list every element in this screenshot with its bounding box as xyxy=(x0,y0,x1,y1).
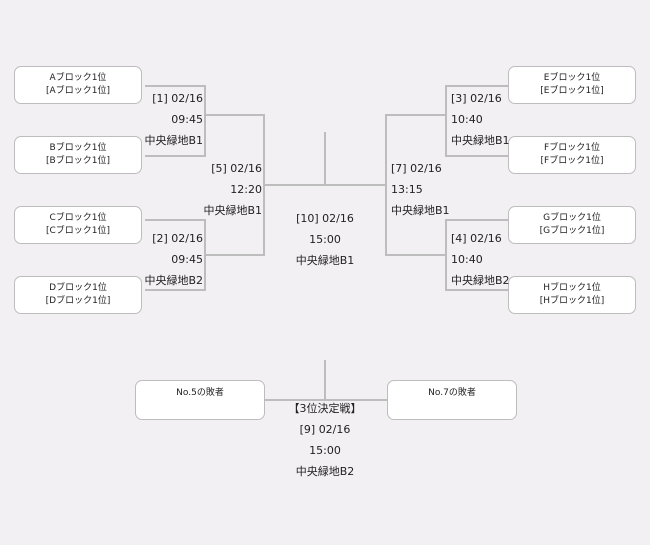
team-g-label: [Gブロック1位] xyxy=(539,226,605,236)
team-f-name: Fブロック1位 xyxy=(544,143,600,153)
match-1-num-date: [1] 02/16 xyxy=(152,92,203,105)
team-b-label: [Bブロック1位] xyxy=(46,156,110,166)
match-7-venue: 中央緑地B1 xyxy=(391,204,450,217)
team-c-name: Cブロック1位 xyxy=(49,213,107,223)
match-10-time: 15:00 xyxy=(309,233,341,246)
match-2-num-date: [2] 02/16 xyxy=(152,232,203,245)
team-h-label: [Hブロック1位] xyxy=(539,296,605,306)
line-3rd-horizontal xyxy=(265,399,387,401)
line-3rd-stem xyxy=(324,360,326,401)
team-d-name: Dブロック1位 xyxy=(49,283,107,293)
match-2-time: 09:45 xyxy=(171,253,203,266)
team-a-label: [Aブロック1位] xyxy=(46,86,110,96)
match-5-num-date: [5] 02/16 xyxy=(211,162,262,175)
team-a[interactable]: Aブロック1位 [Aブロック1位] xyxy=(14,66,142,104)
line-m5-out xyxy=(263,184,325,186)
line-a-out xyxy=(145,85,205,87)
team-g-name: Gブロック1位 xyxy=(543,213,601,223)
match-2-info: [2] 02/16 09:45 中央緑地B2 xyxy=(144,228,203,291)
line-c-out xyxy=(145,219,205,221)
match-9-num-date: [9] 02/16 xyxy=(299,423,351,436)
match-9-title: 【3位決定戦】 xyxy=(288,402,362,415)
team-loser-5[interactable]: No.5の敗者 xyxy=(135,380,265,420)
match-1-info: [1] 02/16 09:45 中央緑地B1 xyxy=(144,88,203,151)
team-h[interactable]: Hブロック1位 [Hブロック1位] xyxy=(508,276,636,314)
match-1-time: 09:45 xyxy=(171,113,203,126)
match-10-venue: 中央緑地B1 xyxy=(295,254,355,267)
line-f-out xyxy=(445,155,508,157)
team-loser-7[interactable]: No.7の敗者 xyxy=(387,380,517,420)
line-final-stem xyxy=(324,132,326,186)
team-g[interactable]: Gブロック1位 [Gブロック1位] xyxy=(508,206,636,244)
line-m7-out xyxy=(325,184,387,186)
line-m3-vertical xyxy=(445,85,447,157)
match-2-venue: 中央緑地B2 xyxy=(144,274,203,287)
match-4-num-date: [4] 02/16 xyxy=(451,232,502,245)
match-9-venue: 中央緑地B2 xyxy=(295,465,355,478)
match-10-num-date: [10] 02/16 xyxy=(296,212,354,225)
match-7-info: [7] 02/16 13:15 中央緑地B1 xyxy=(391,158,450,221)
line-b-out xyxy=(145,155,205,157)
team-b[interactable]: Bブロック1位 [Bブロック1位] xyxy=(14,136,142,174)
match-4-time: 10:40 xyxy=(451,253,483,266)
team-c-label: [Cブロック1位] xyxy=(45,226,111,236)
match-7-num-date: [7] 02/16 xyxy=(391,162,442,175)
team-f-label: [Fブロック1位] xyxy=(540,156,604,166)
match-9-info: 【3位決定戦】 [9] 02/16 15:00 中央緑地B2 xyxy=(265,398,385,482)
line-h-out xyxy=(445,289,508,291)
match-3-info: [3] 02/16 10:40 中央緑地B1 xyxy=(451,88,510,151)
team-a-name: Aブロック1位 xyxy=(49,73,107,83)
team-c[interactable]: Cブロック1位 [Cブロック1位] xyxy=(14,206,142,244)
team-loser-7-name: No.7の敗者 xyxy=(428,388,476,398)
match-10-info: [10] 02/16 15:00 中央緑地B1 xyxy=(265,208,385,271)
team-e-label: [Eブロック1位] xyxy=(540,86,604,96)
team-loser-5-name: No.5の敗者 xyxy=(176,388,224,398)
match-3-time: 10:40 xyxy=(451,113,483,126)
match-4-venue: 中央緑地B2 xyxy=(451,274,510,287)
match-5-time: 12:20 xyxy=(230,183,262,196)
team-h-name: Hブロック1位 xyxy=(543,283,601,293)
match-7-time: 13:15 xyxy=(391,183,423,196)
team-f[interactable]: Fブロック1位 [Fブロック1位] xyxy=(508,136,636,174)
match-4-info: [4] 02/16 10:40 中央緑地B2 xyxy=(451,228,510,291)
match-9-time: 15:00 xyxy=(309,444,341,457)
match-1-venue: 中央緑地B1 xyxy=(144,134,203,147)
line-m1-vertical xyxy=(204,85,206,157)
line-g-out xyxy=(445,219,508,221)
line-e-out xyxy=(445,85,508,87)
line-m4-out xyxy=(385,254,447,256)
team-b-name: Bブロック1位 xyxy=(49,143,107,153)
match-3-venue: 中央緑地B1 xyxy=(451,134,510,147)
match-5-venue: 中央緑地B1 xyxy=(203,204,262,217)
match-3-num-date: [3] 02/16 xyxy=(451,92,502,105)
team-d[interactable]: Dブロック1位 [Dブロック1位] xyxy=(14,276,142,314)
team-d-label: [Dブロック1位] xyxy=(45,296,111,306)
line-m3-out xyxy=(385,114,447,116)
line-d-out xyxy=(145,289,205,291)
line-m1-out xyxy=(204,114,264,116)
team-e-name: Eブロック1位 xyxy=(543,73,601,83)
match-5-info: [5] 02/16 12:20 中央緑地B1 xyxy=(203,158,262,221)
team-e[interactable]: Eブロック1位 [Eブロック1位] xyxy=(508,66,636,104)
line-m2-out xyxy=(204,254,264,256)
